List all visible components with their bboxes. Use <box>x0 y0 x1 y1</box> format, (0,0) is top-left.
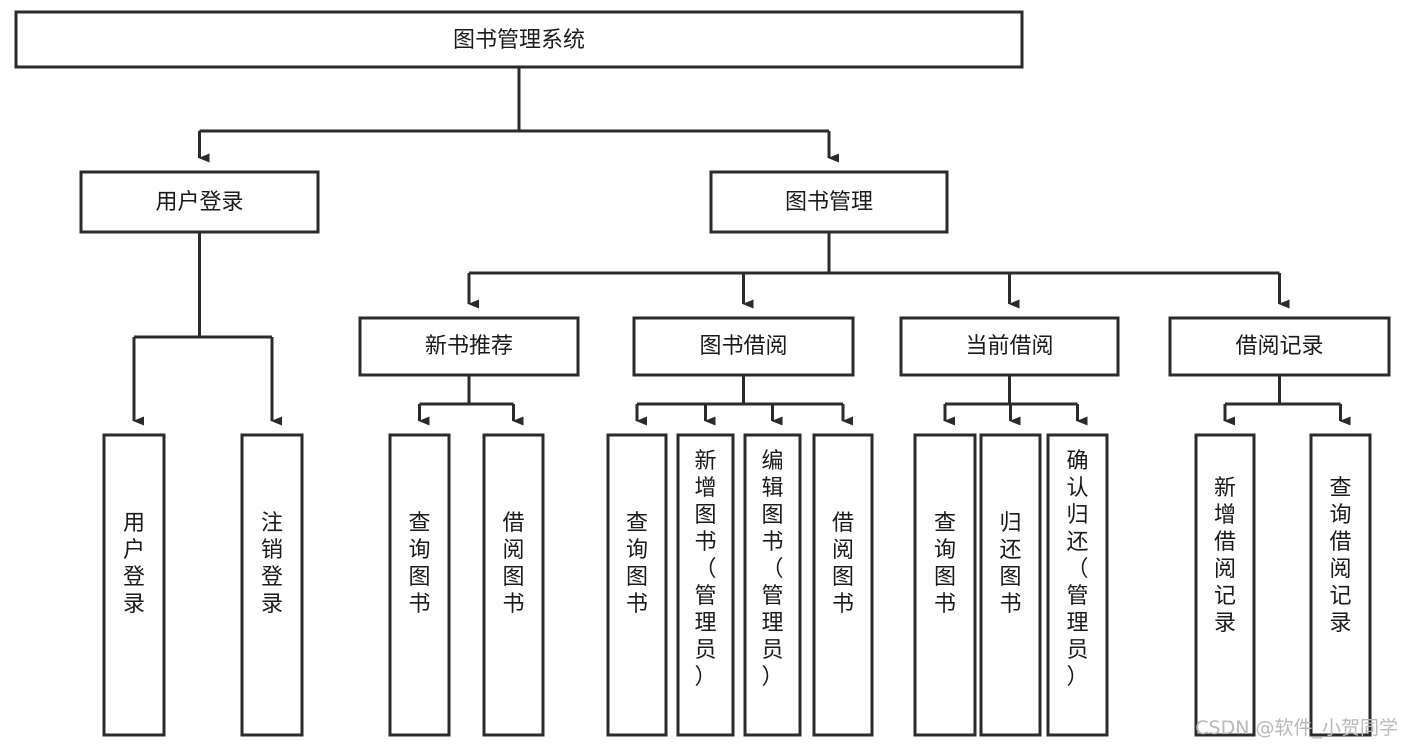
node-leaf-query-record-label: 查询借阅记录 <box>1329 476 1351 636</box>
node-leaf-logout-label: 注销登录 <box>261 511 283 617</box>
node-leaf-query-book-borrow-box[interactable] <box>606 433 668 737</box>
node-book-borrow-label: 图书借阅 <box>699 334 787 359</box>
node-leaf-query-book-rec-box[interactable] <box>388 433 451 737</box>
node-book-borrow[interactable]: 图书借阅 <box>632 316 855 377</box>
node-borrow-record[interactable]: 借阅记录 <box>1168 316 1391 377</box>
node-leaf-edit-book[interactable]: 编辑图书（管理员） <box>743 433 802 737</box>
connector-newbook-to-leaves <box>418 375 524 426</box>
node-leaf-query-book-borrow-label: 查询图书 <box>626 511 648 617</box>
node-leaf-logout[interactable]: 注销登录 <box>240 433 304 737</box>
node-root-box[interactable] <box>14 10 1024 69</box>
node-leaf-borrow-book-box[interactable] <box>812 433 874 737</box>
connector-userlogin-to-leaves <box>132 232 282 426</box>
node-leaf-borrow-book-rec-box[interactable] <box>482 433 545 737</box>
connector-currentborrow-to-leaves <box>943 375 1088 426</box>
node-leaf-add-record-box[interactable] <box>1194 433 1256 737</box>
node-user-login[interactable]: 用户登录 <box>79 170 320 234</box>
node-leaf-query-book-rec-label: 查询图书 <box>408 511 430 617</box>
node-leaf-confirm-return-box[interactable] <box>1046 433 1109 737</box>
node-leaf-query-book-cur-label: 查询图书 <box>934 511 956 617</box>
node-leaf-query-book-borrow[interactable]: 查询图书 <box>606 433 668 737</box>
node-new-book-recommend-box[interactable] <box>358 316 580 377</box>
node-user-login-label: 用户登录 <box>155 190 243 215</box>
node-leaf-edit-book-label: 编辑图书（管理员） <box>761 449 783 690</box>
connector-bookmanage-to-level2 <box>467 232 1290 309</box>
node-leaf-borrow-book-label: 借阅图书 <box>832 511 854 617</box>
node-leaf-user-login-label: 用户登录 <box>123 511 145 617</box>
node-leaf-add-book-box[interactable] <box>676 433 735 737</box>
node-book-manage[interactable]: 图书管理 <box>709 170 949 234</box>
node-current-borrow-box[interactable] <box>899 316 1120 377</box>
connector-borrowrecord-to-leaves <box>1223 375 1351 426</box>
node-book-manage-box[interactable] <box>709 170 949 234</box>
connector-bookborrow-to-leaves <box>635 375 853 426</box>
node-leaf-borrow-book-rec[interactable]: 借阅图书 <box>482 433 545 737</box>
node-root[interactable]: 图书管理系统 <box>14 10 1024 69</box>
node-borrow-record-label: 借阅记录 <box>1235 334 1323 359</box>
connector-layer <box>132 67 1351 426</box>
node-leaf-logout-box[interactable] <box>240 433 304 737</box>
node-leaf-edit-book-box[interactable] <box>743 433 802 737</box>
node-new-book-recommend[interactable]: 新书推荐 <box>358 316 580 377</box>
node-leaf-add-record[interactable]: 新增借阅记录 <box>1194 433 1256 737</box>
node-borrow-record-box[interactable] <box>1168 316 1391 377</box>
node-leaf-return-book[interactable]: 归还图书 <box>979 433 1042 737</box>
node-book-manage-label: 图书管理 <box>785 190 873 215</box>
node-leaf-user-login-box[interactable] <box>102 433 166 737</box>
node-current-borrow[interactable]: 当前借阅 <box>899 316 1120 377</box>
node-leaf-add-book[interactable]: 新增图书（管理员） <box>676 433 735 737</box>
node-leaf-borrow-book-rec-label: 借阅图书 <box>502 511 524 617</box>
node-leaf-query-record[interactable]: 查询借阅记录 <box>1309 433 1372 737</box>
node-root-label: 图书管理系统 <box>453 28 585 53</box>
node-leaf-query-record-box[interactable] <box>1309 433 1372 737</box>
node-leaf-add-record-label: 新增借阅记录 <box>1214 476 1236 636</box>
csdn-watermark: CSDN @软件_小贺同学 <box>1195 717 1398 739</box>
node-book-borrow-box[interactable] <box>632 316 855 377</box>
node-leaf-borrow-book[interactable]: 借阅图书 <box>812 433 874 737</box>
node-leaf-return-book-box[interactable] <box>979 433 1042 737</box>
node-leaf-confirm-return[interactable]: 确认归还（管理员） <box>1046 433 1109 737</box>
node-leaf-confirm-return-label: 确认归还（管理员） <box>1066 449 1088 690</box>
node-new-book-recommend-label: 新书推荐 <box>425 334 513 359</box>
connector-root-to-level1 <box>198 67 839 163</box>
node-leaf-query-book-cur-box[interactable] <box>913 433 977 737</box>
node-leaf-add-book-label: 新增图书（管理员） <box>694 449 716 690</box>
node-leaf-user-login[interactable]: 用户登录 <box>102 433 166 737</box>
node-leaf-query-book-rec[interactable]: 查询图书 <box>388 433 451 737</box>
node-leaf-return-book-label: 归还图书 <box>999 511 1021 617</box>
node-current-borrow-label: 当前借阅 <box>965 334 1053 359</box>
node-leaf-query-book-cur[interactable]: 查询图书 <box>913 433 977 737</box>
node-user-login-box[interactable] <box>79 170 320 234</box>
